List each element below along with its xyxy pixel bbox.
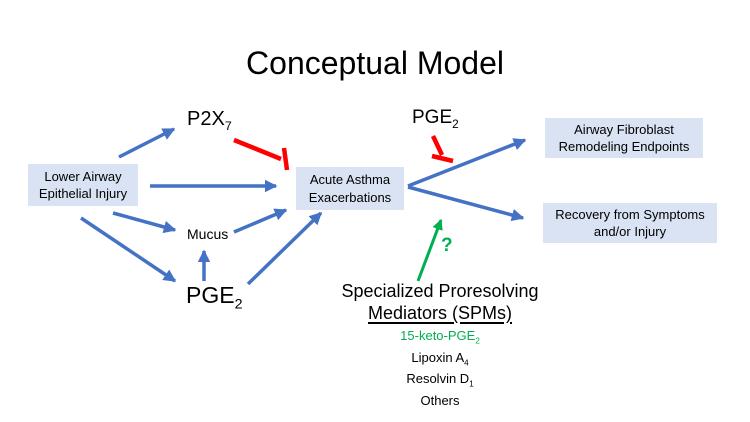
node-lower-airway-epithelial-injury: Lower Airway Epithelial Injury xyxy=(28,164,138,206)
arrow-exacerbations-to-fibroblast xyxy=(407,138,527,188)
arrow-pge2-to-exacerbations xyxy=(246,211,323,286)
spm-block: Specialized Proresolving Mediators (SPMs… xyxy=(320,280,560,414)
node-airway-fibroblast-remodeling: Airway Fibroblast Remodeling Endpoints xyxy=(545,118,703,158)
spm-item-others: Others xyxy=(420,392,460,408)
node-fibroblast-line1: Airway Fibroblast xyxy=(574,121,674,137)
spm-item-lipoxin-a4: Lipoxin A4 xyxy=(411,349,469,368)
arrow-injury-to-mucus xyxy=(112,211,177,234)
arrow-injury-to-pge2 xyxy=(80,216,177,283)
spm-heading-line1: Specialized Proresolving xyxy=(341,281,539,301)
spm-heading-line2: Mediators (SPMs) xyxy=(367,303,513,323)
node-p2x7-label: P2X7 xyxy=(187,108,232,133)
question-mark-label: ? xyxy=(441,235,453,256)
arrow-spm-to-exacerbations xyxy=(416,218,443,282)
pge2-lower-subscript: 2 xyxy=(234,296,243,313)
node-injury-line2: Epithelial Injury xyxy=(38,186,128,201)
spm-item-resolvin-d1: Resolvin D1 xyxy=(406,371,474,389)
arrow-exacerbations-to-recovery xyxy=(407,185,525,222)
node-recovery-line1: Recovery from Symptoms xyxy=(555,206,705,222)
inhibitor-pge2-crossbar xyxy=(431,153,454,164)
node-pge2-upper-label: PGE2 xyxy=(412,107,459,131)
inhibitor-p2x7-shaft xyxy=(233,137,282,162)
arrow-mucus-to-exacerbations xyxy=(233,208,288,234)
inhibitor-pge2-shaft xyxy=(430,135,445,156)
diagram-title: Conceptual Model xyxy=(246,45,504,81)
inhibitor-p2x7-crossbar xyxy=(281,147,290,171)
spm-item-15-keto-pge2: 15-keto-PGE2 xyxy=(400,328,480,346)
node-recovery-line2: and/or Injury xyxy=(593,224,667,239)
pge2-upper-subscript: 2 xyxy=(452,117,459,131)
node-fibroblast-line2: Remodeling Endpoints xyxy=(558,139,690,154)
node-exacerbations-line2: Exacerbations xyxy=(308,189,392,205)
node-acute-asthma-exacerbations: Acute Asthma Exacerbations xyxy=(296,167,404,210)
p2x7-subscript: 7 xyxy=(224,119,232,133)
node-injury-line1: Lower Airway xyxy=(44,168,122,184)
spm-list: 15-keto-PGE2 Lipoxin A4 Resolvin D1 Othe… xyxy=(320,328,560,414)
node-mucus-label: Mucus xyxy=(187,226,229,242)
node-exacerbations-line1: Acute Asthma xyxy=(309,172,391,188)
node-recovery-from-symptoms: Recovery from Symptoms and/or Injury xyxy=(543,203,717,243)
arrow-injury-to-p2x7 xyxy=(118,127,176,159)
node-pge2-lower-label: PGE2 xyxy=(186,282,243,313)
